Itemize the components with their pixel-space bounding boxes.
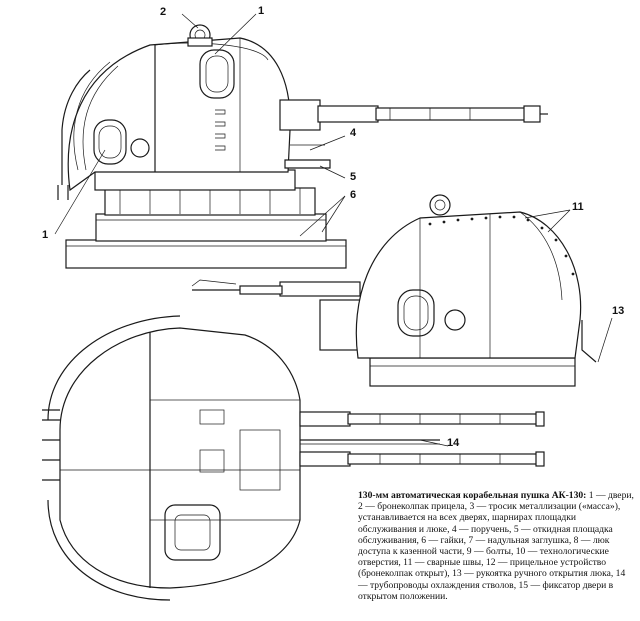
callout-13: 13 <box>612 305 625 317</box>
caption-title: 130-мм автоматическая корабельная пушка … <box>358 490 587 501</box>
callout-2-top: 2 <box>160 6 167 18</box>
callout-1-top: 1 <box>258 5 265 17</box>
callout-1-left: 1 <box>42 229 49 241</box>
turret-top-view <box>42 315 545 601</box>
callout-14: 14 <box>447 437 460 449</box>
callout-5: 5 <box>350 171 357 183</box>
turret-front-view <box>191 194 613 387</box>
turret-side-view <box>54 13 548 269</box>
callout-4: 4 <box>350 127 357 139</box>
callout-11: 11 <box>572 201 584 213</box>
callout-6: 6 <box>350 189 357 201</box>
figure-caption: 130-мм автоматическая корабельная пушка … <box>358 490 634 602</box>
caption-body: 1 — двери, 2 — бронеколпак прицела, 3 — … <box>358 490 634 602</box>
